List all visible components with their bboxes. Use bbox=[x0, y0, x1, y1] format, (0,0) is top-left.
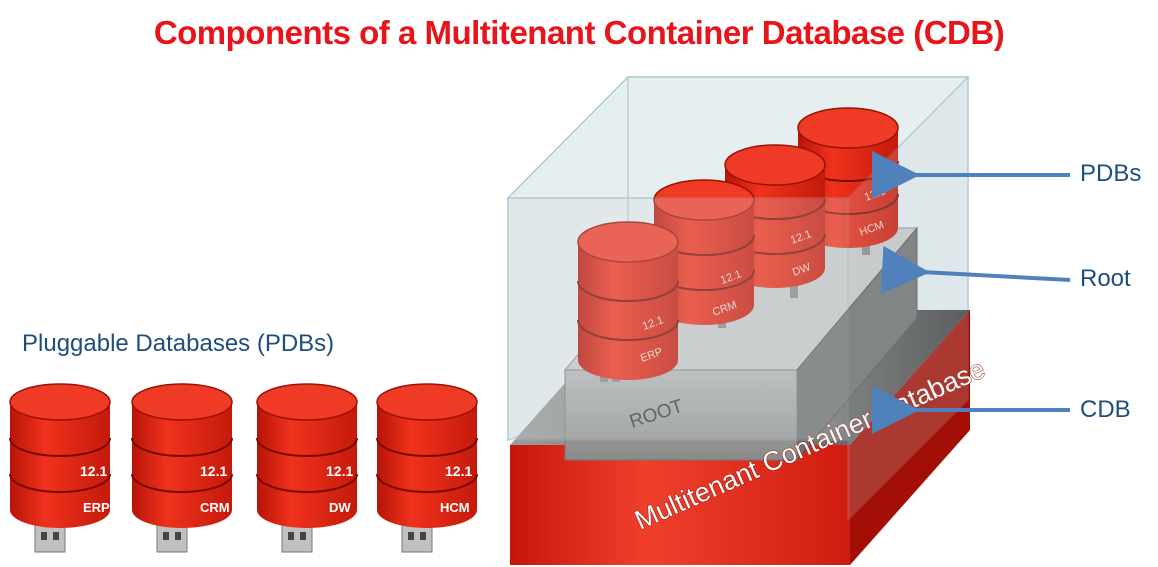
pdb-erp-version: 12.1 bbox=[80, 463, 107, 479]
pdb-dw: 12.1 DW bbox=[256, 383, 358, 553]
pdb-crm: 12.1 CRM bbox=[131, 383, 233, 553]
label-cdb: CDB bbox=[1080, 396, 1131, 423]
pdb-crm-name: CRM bbox=[200, 500, 230, 515]
pdb-hcm-name: HCM bbox=[440, 500, 470, 515]
pdb-dw-version: 12.1 bbox=[326, 463, 353, 479]
label-root: Root bbox=[1080, 265, 1131, 292]
page-title: Components of a Multitenant Container Da… bbox=[153, 14, 1005, 51]
pdb-dw-name: DW bbox=[329, 500, 351, 515]
pdb-erp-name: ERP bbox=[83, 500, 110, 515]
pdb-erp: 12.1 ERP bbox=[9, 383, 111, 553]
pdbs-caption: Pluggable Databases (PDBs) bbox=[22, 330, 335, 357]
pdb-hcm: 12.1 HCM bbox=[376, 383, 478, 553]
container-pdb-crm: 12.1 CRM bbox=[653, 179, 755, 328]
pdb-hcm-version: 12.1 bbox=[445, 463, 472, 479]
arrow-root bbox=[880, 245, 1071, 294]
container-pdb-erp: 12.1 ERP bbox=[577, 221, 679, 382]
label-pdbs: PDBs bbox=[1080, 160, 1142, 187]
pdb-crm-version: 12.1 bbox=[200, 463, 227, 479]
